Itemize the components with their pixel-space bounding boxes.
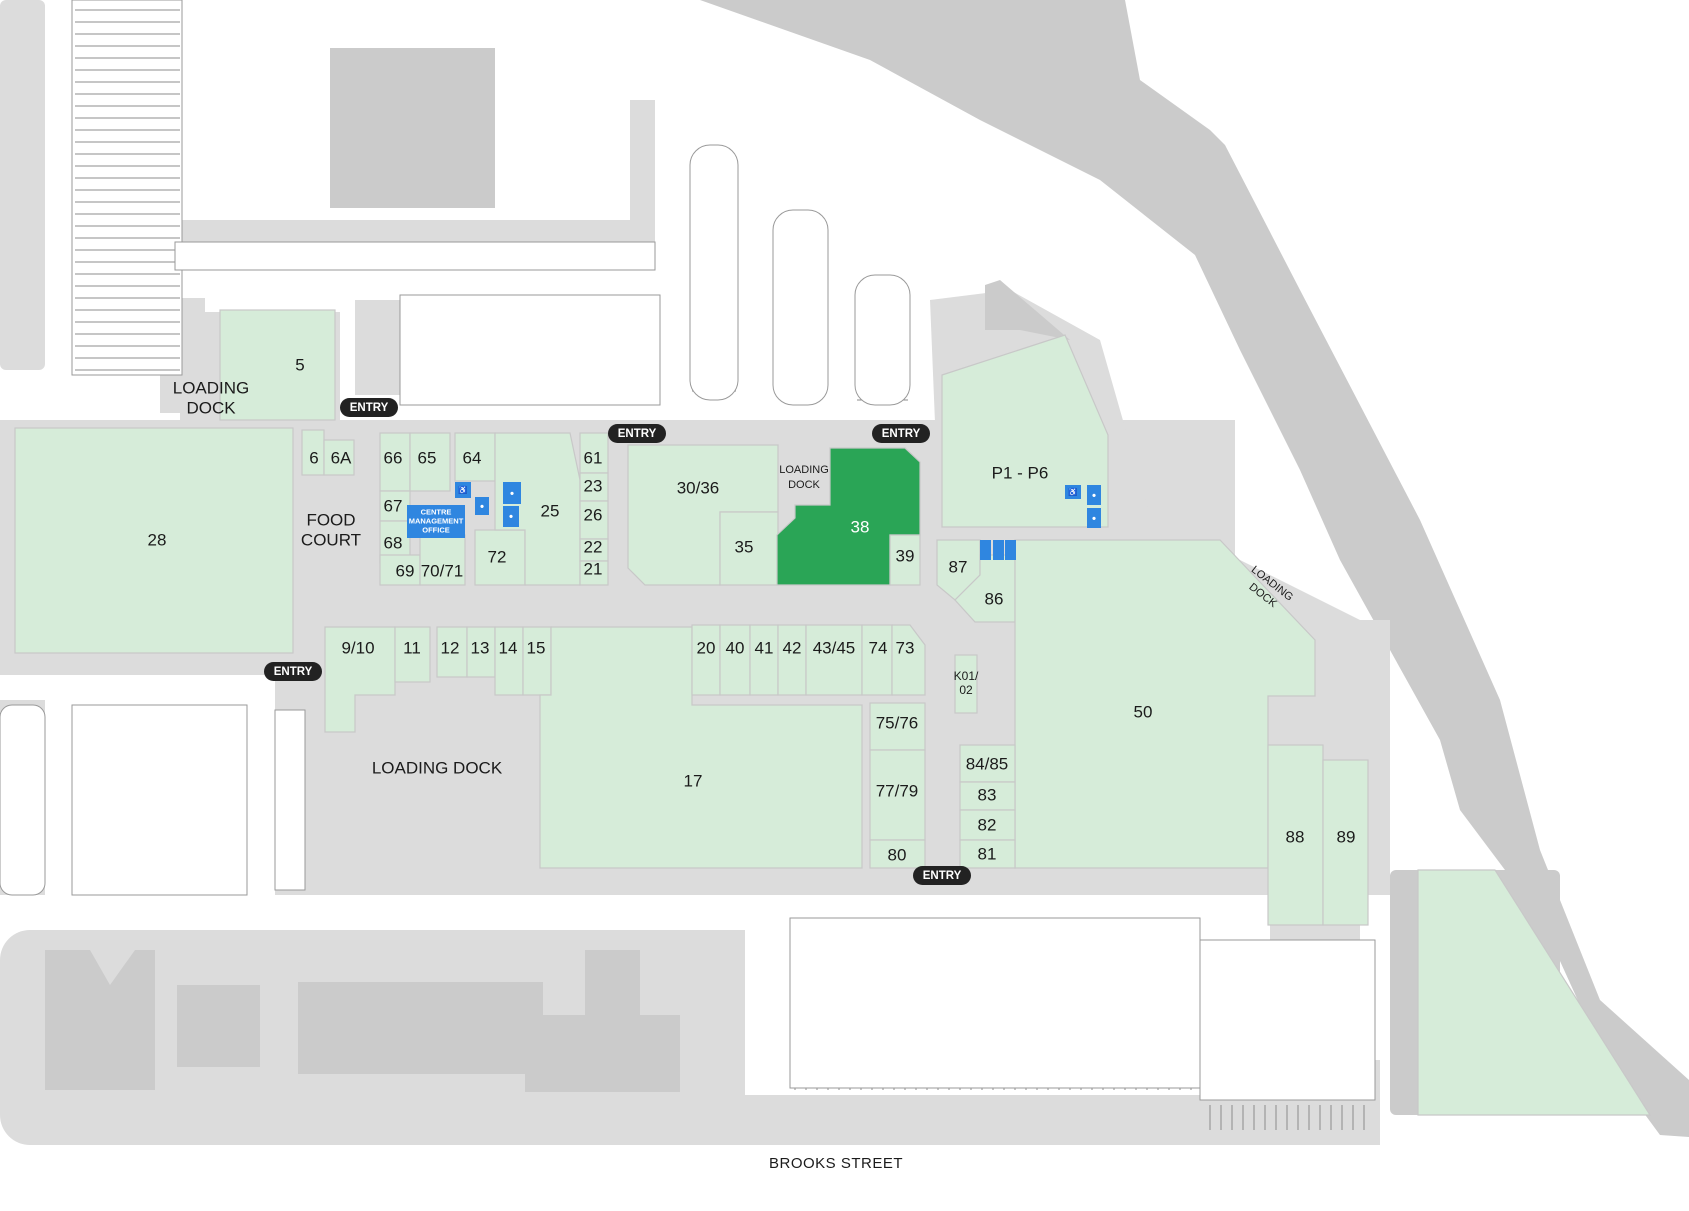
tenant-84-85[interactable] [959,744,1016,783]
tenant-35[interactable] [719,511,779,586]
tenant-73[interactable] [891,624,926,696]
tenant-15[interactable] [522,626,552,696]
tenant-22[interactable] [579,538,609,562]
centre-management-line2: MANAGEMENT [409,517,464,526]
tenant-77-79[interactable] [869,749,926,841]
tenant-75-76[interactable] [869,702,926,751]
tenant-21[interactable] [579,560,609,586]
toilet-icon-p [1087,485,1101,505]
tenant-72[interactable] [474,529,526,586]
tenant-70-71[interactable] [419,534,466,586]
entry-south[interactable]: ENTRY [913,866,971,885]
tenant-82[interactable] [959,809,1016,841]
tenant-89[interactable] [1322,759,1369,926]
toilet-icon-p2 [1087,508,1101,528]
person-icon: ● [480,502,485,511]
tenant-26[interactable] [579,500,609,540]
tenant-65[interactable] [409,432,451,492]
tenant-61[interactable] [579,432,609,474]
tenant-69[interactable] [379,554,421,586]
tenant-14[interactable] [494,626,524,696]
tenant-12[interactable] [436,626,468,678]
toilet-female-icon [475,497,489,515]
entry-west[interactable]: ENTRY [264,662,322,681]
tenants[interactable] [14,309,1652,1116]
accessible-toilet-icon-87 [1005,540,1016,560]
person-icon-p: ● [1092,491,1097,500]
tenant-28[interactable] [14,427,294,654]
tenant-k01-02[interactable] [954,654,978,714]
tenant-p1-p6[interactable] [941,334,1109,528]
entry-north-east[interactable]: ENTRY [872,424,930,443]
tenant-80[interactable] [869,839,926,869]
tenant-39[interactable] [889,534,921,586]
tenant-66[interactable] [379,432,411,492]
tenant-20[interactable] [691,624,721,696]
person-icon-2: ● [510,489,515,498]
parking-lots [0,0,1376,1130]
entry-north-centre[interactable]: ENTRY [608,424,666,443]
tenant-43-45[interactable] [805,624,863,696]
toilet-icon-87 [980,540,991,560]
tenant-25[interactable] [494,432,581,586]
wheelchair-icon: ♿ [458,486,467,495]
toilet-icon-87b [993,540,1004,560]
tenant-13[interactable] [466,626,496,678]
accessible-toilet-icon-p [1065,485,1081,499]
centre-management-line1: CENTRE [421,508,452,517]
tenant-6[interactable] [301,429,325,476]
tenant-5[interactable] [219,309,336,421]
wheelchair-icon-p: ♿ [1068,488,1077,497]
tenant-81[interactable] [959,839,1016,869]
facilities: CENTRE MANAGEMENT OFFICE ♿ ● ● ● ♿ ● ● [407,482,1101,560]
entry-north-west[interactable]: ENTRY [340,398,398,417]
person-icon-p2: ● [1092,514,1097,523]
toilet-male-icon [503,482,521,504]
tenant-64[interactable] [454,432,496,482]
tenant-67[interactable] [379,490,411,522]
tenant-74[interactable] [861,624,893,696]
tenant-6a[interactable] [323,439,355,476]
accessible-toilet-icon [455,482,471,498]
person-icon-3: ● [509,512,514,521]
tenant-50[interactable] [1014,539,1316,869]
tenant-88[interactable] [1267,744,1324,926]
tenant-41[interactable] [749,624,779,696]
street-label: BROOKS STREET [769,1155,903,1172]
tenant-83[interactable] [959,781,1016,811]
centre-management-office[interactable] [407,505,465,538]
tenant-42[interactable] [777,624,807,696]
tenant-40[interactable] [719,624,751,696]
tenant-38[interactable] [776,447,921,586]
centre-management-line3: OFFICE [422,526,450,535]
toilet-unisex-icon [503,506,519,527]
tenant-far-east[interactable] [1417,869,1652,1116]
tenant-11[interactable] [394,626,431,683]
tenant-23[interactable] [579,472,609,502]
